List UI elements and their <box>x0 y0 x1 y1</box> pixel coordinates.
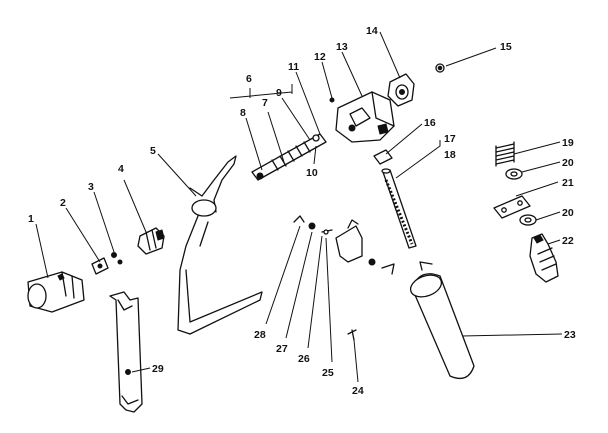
part-16-nut <box>373 149 393 165</box>
part-12-pin <box>329 97 335 103</box>
part-stem-assembly <box>251 133 327 181</box>
callout-29: 29 <box>152 363 164 375</box>
callout-15: 15 <box>500 41 512 53</box>
callout-6: 6 <box>246 73 252 85</box>
part-22-nozzle <box>529 233 559 283</box>
callout-12: 12 <box>314 51 326 63</box>
part-17-18-rod <box>381 168 417 249</box>
part-1-housing <box>27 271 85 313</box>
callout-16: 16 <box>424 117 436 129</box>
callout-19: 19 <box>562 137 574 149</box>
part-19-spring <box>495 141 515 167</box>
part-20-washer-upper <box>505 168 523 180</box>
part-13-valve-body <box>335 91 395 143</box>
callout-labels: 1 2 3 4 5 6 7 8 9 10 11 12 13 14 15 16 1… <box>28 25 576 397</box>
callout-10: 10 <box>306 167 318 179</box>
callout-2: 2 <box>60 197 66 209</box>
part-15-bolt <box>435 63 445 73</box>
callout-14: 14 <box>366 25 378 37</box>
callout-20-upper: 20 <box>562 157 574 169</box>
callout-5: 5 <box>150 145 156 157</box>
part-23-cylinder <box>409 261 475 380</box>
part-20-washer-lower <box>519 214 537 226</box>
callout-7: 7 <box>262 97 268 109</box>
callout-24: 24 <box>352 385 364 397</box>
callout-11: 11 <box>288 61 299 73</box>
part-29-wrench <box>109 291 143 413</box>
callout-17: 17 <box>444 133 456 145</box>
part-2-clip <box>91 257 109 275</box>
part-25-linkage <box>335 219 395 275</box>
part-27-washer <box>308 222 316 230</box>
part-24-screw <box>347 329 357 341</box>
callout-20-lower: 20 <box>562 207 574 219</box>
callout-1: 1 <box>28 213 34 225</box>
leader-lines <box>35 31 563 383</box>
callout-4: 4 <box>118 163 124 175</box>
callout-27: 27 <box>276 343 288 355</box>
part-4-fitting <box>137 227 165 255</box>
part-26-pin <box>321 229 333 235</box>
callout-8: 8 <box>240 107 246 119</box>
callout-21: 21 <box>562 177 574 189</box>
callout-28: 28 <box>254 329 266 341</box>
callout-13: 13 <box>336 41 348 53</box>
part-28-clip <box>293 215 305 223</box>
part-14-cap <box>387 73 415 107</box>
callout-9: 9 <box>276 87 282 99</box>
callout-22: 22 <box>562 235 574 247</box>
callout-26: 26 <box>298 353 310 365</box>
callout-25: 25 <box>322 367 334 379</box>
callout-3: 3 <box>88 181 94 193</box>
part-5-handle <box>177 155 263 335</box>
part-3-screw <box>111 252 123 265</box>
part-21-bracket <box>493 195 531 219</box>
callout-18: 18 <box>444 149 456 161</box>
callout-23: 23 <box>564 329 576 341</box>
